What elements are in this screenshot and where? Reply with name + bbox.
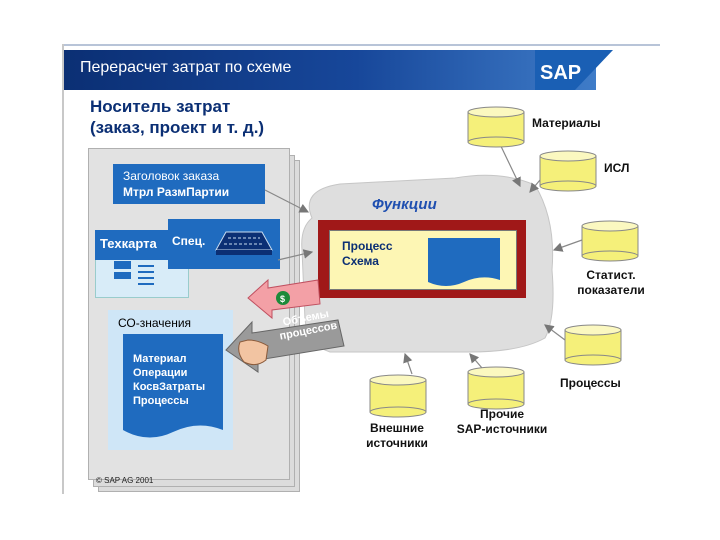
cylinder-external xyxy=(369,374,427,418)
label-other-line1: Прочие xyxy=(479,407,524,421)
co-item-material: Материал xyxy=(133,353,187,365)
process-text: Процесс Схема xyxy=(342,239,393,269)
label-stat-line1: Статист. xyxy=(586,268,636,282)
cylinder-materials xyxy=(467,106,525,148)
arrow-other xyxy=(469,353,483,369)
title-bar: Перерасчет затрат по схеме xyxy=(64,50,596,90)
cylinder-processes xyxy=(564,324,622,366)
arrow-materials xyxy=(497,139,521,188)
order-header-line1: Заголовок заказа xyxy=(123,169,220,183)
label-stat: Статист. показатели xyxy=(568,268,654,298)
arrow-external xyxy=(403,352,413,375)
co-item-overhead: КосвЗатраты xyxy=(133,381,206,393)
label-processes: Процессы xyxy=(560,376,621,390)
co-item-operations: Операции xyxy=(133,367,188,379)
sap-logo-shape: SAP xyxy=(535,50,613,90)
sap-logo-text: SAP xyxy=(540,62,581,84)
functions-label: Функции xyxy=(372,196,437,213)
arrow-isl xyxy=(529,179,541,193)
label-other-sap: Прочие SAP-источники xyxy=(444,407,560,437)
label-materials: Материалы xyxy=(532,116,601,130)
process-line2: Схема xyxy=(342,254,379,268)
cost-carrier-heading-line2: (заказ, проект и т. д.) xyxy=(90,118,265,137)
order-header-line2: Мтрл РазмПартии xyxy=(123,185,230,199)
hand-icon xyxy=(238,339,269,366)
top-border xyxy=(62,44,660,46)
label-external-line2: источники xyxy=(366,436,428,450)
arrow-order-header xyxy=(264,189,310,213)
copyright: © SAP AG 2001 xyxy=(96,476,154,485)
label-external: Внешние источники xyxy=(356,421,438,451)
process-line1: Процесс xyxy=(342,239,393,253)
svg-text:$: $ xyxy=(280,294,285,304)
left-border xyxy=(62,44,64,494)
spec-label: Спец. xyxy=(172,234,206,248)
label-stat-line2: показатели xyxy=(577,283,645,297)
money-bag-icon xyxy=(276,291,290,305)
arrow-stat xyxy=(552,239,583,252)
routing-label-box: Техкарта xyxy=(95,230,169,260)
arrow-processes xyxy=(544,324,566,341)
co-values-label: СО-значения xyxy=(118,316,192,330)
label-isl: ИСЛ xyxy=(604,161,630,175)
label-other-line2: SAP-источники xyxy=(456,422,548,436)
cylinder-stat xyxy=(581,220,639,262)
arrow-spec xyxy=(277,249,314,261)
cylinder-isl xyxy=(539,150,597,192)
co-item-processes: Процессы xyxy=(133,395,189,407)
cylinder-other-sap xyxy=(467,366,525,410)
label-external-line1: Внешние xyxy=(370,421,424,435)
routing-label: Техкарта xyxy=(100,236,157,251)
order-header-box: Заголовок заказа Мтрл РазмПартии xyxy=(113,164,265,204)
sap-logo: SAP xyxy=(535,50,613,90)
cost-carrier-heading: Носитель затрат (заказ, проект и т. д.) xyxy=(90,96,264,138)
co-items-list: Материал Операции КосвЗатраты Процессы xyxy=(133,352,205,408)
cost-carrier-heading-line1: Носитель затрат xyxy=(90,97,231,116)
slide-title: Перерасчет затрат по схеме xyxy=(80,59,292,76)
